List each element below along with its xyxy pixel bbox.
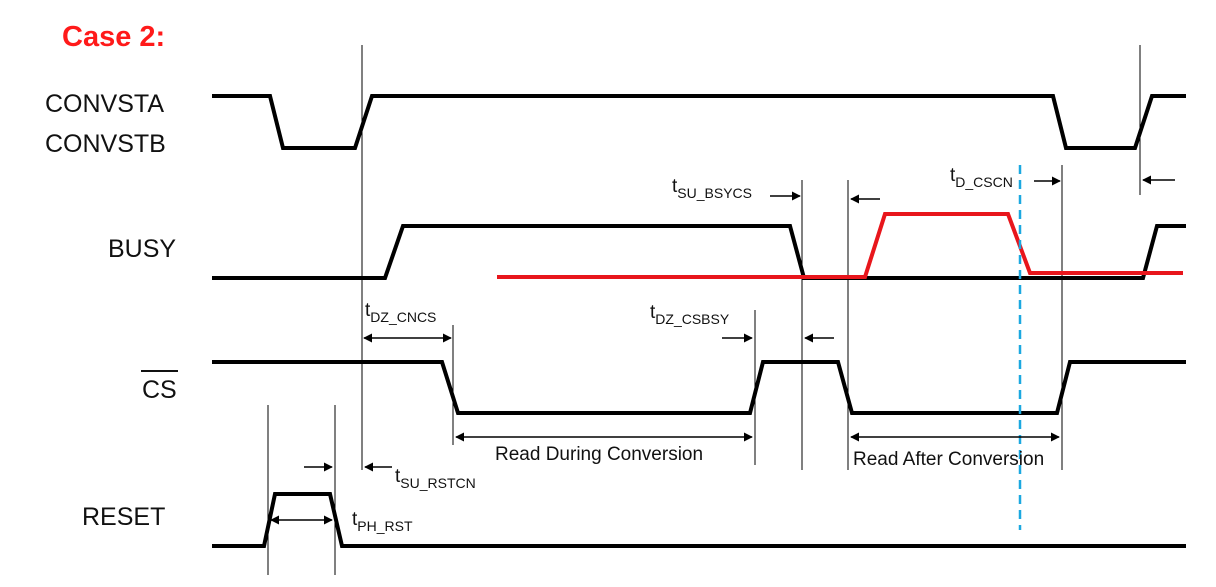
signal-label-convstb: CONVSTB (45, 130, 166, 158)
cs-waveform (212, 360, 1186, 415)
signal-label-reset: RESET (82, 503, 165, 531)
signal-label-convsta: CONVSTA (45, 90, 164, 118)
interval-label-read-after: Read After Conversion (853, 449, 1044, 470)
convst-waveform (212, 94, 1186, 150)
timing-label-t-ph-rst: tPH_RST (352, 509, 413, 534)
case-heading: Case 2: (62, 21, 165, 53)
interval-label-read-during: Read During Conversion (495, 444, 703, 465)
timing-label-t-su-bsycs: tSU_BSYCS (672, 176, 752, 201)
signal-label-busy: BUSY (108, 235, 176, 263)
signal-label-cs: CS (142, 376, 177, 404)
reset-waveform (212, 492, 1186, 548)
timing-label-t-dz-csbsy: tDZ_CSBSY (650, 302, 730, 327)
timing-label-t-su-rstcn: tSU_RSTCN (395, 466, 476, 491)
busy-waveform (212, 224, 1186, 280)
observed-busy-overlay (497, 212, 1183, 279)
timing-label-t-d-cscn: tD_CSCN (950, 165, 1013, 190)
timing-label-t-dz-cncs: tDZ_CNCS (365, 300, 436, 325)
